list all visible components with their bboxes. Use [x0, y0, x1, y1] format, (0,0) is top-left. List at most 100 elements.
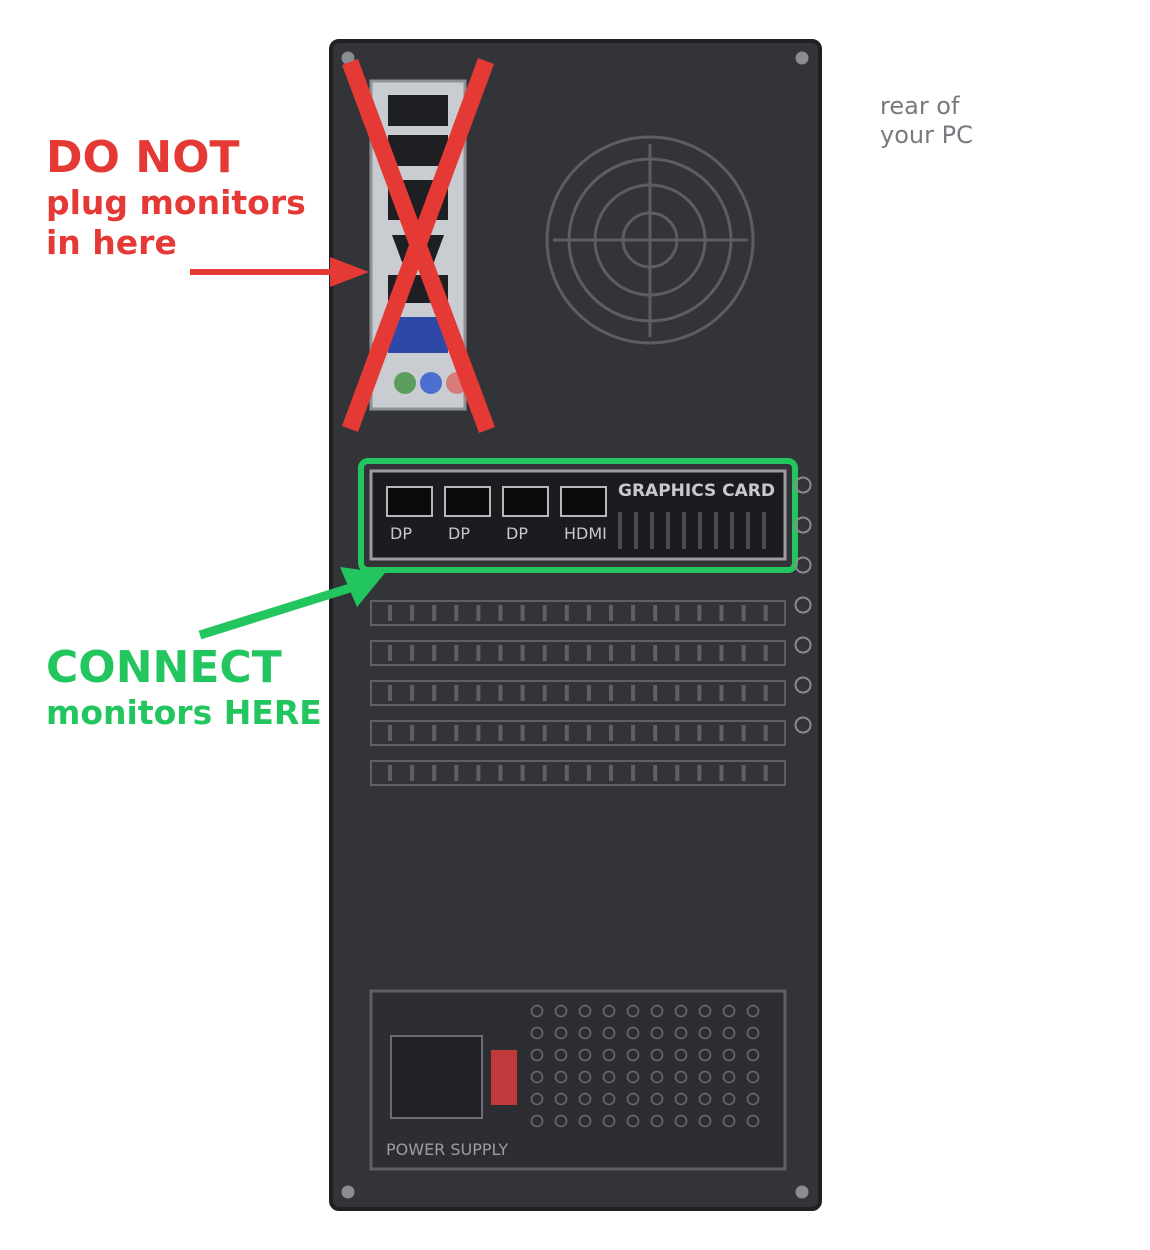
connect-title: CONNECT: [46, 642, 282, 693]
psu-vent-holes: [530, 1004, 760, 1128]
vent-hole: [578, 1026, 592, 1040]
vent-hole: [746, 1026, 760, 1040]
vent-hole: [530, 1048, 544, 1062]
port-label: DP: [390, 524, 412, 543]
vent-hole: [530, 1092, 544, 1106]
vent-hole: [746, 1092, 760, 1106]
port-label: DP: [506, 524, 528, 543]
vent-hole: [578, 1070, 592, 1084]
slot-cover: [370, 680, 786, 706]
warning-line: in here: [46, 223, 177, 262]
slot-cover: [370, 760, 786, 786]
vent-hole: [650, 1092, 664, 1106]
vent-hole: [722, 1026, 736, 1040]
vent-hole: [530, 1026, 544, 1040]
vent-hole: [626, 1004, 640, 1018]
vent-hole: [674, 1026, 688, 1040]
vent-hole: [674, 1004, 688, 1018]
audio-jack: [420, 372, 442, 394]
vent-hole: [626, 1026, 640, 1040]
port-label: DP: [448, 524, 470, 543]
vent-hole: [602, 1114, 616, 1128]
vent-hole: [578, 1114, 592, 1128]
graphics-card: DP DP DP HDMI GRAPHICS CARD: [369, 469, 787, 561]
warning-title: DO NOT: [46, 132, 240, 183]
thumbscrew: [794, 676, 812, 694]
vent-slit: [682, 512, 686, 549]
thumbscrew: [794, 716, 812, 734]
vent-slit: [714, 512, 718, 549]
vent-hole: [698, 1070, 712, 1084]
vent-hole: [674, 1048, 688, 1062]
usb-port: [388, 135, 448, 166]
vent-hole: [746, 1004, 760, 1018]
vent-hole: [530, 1114, 544, 1128]
displayport-port: [502, 486, 549, 517]
vent-hole: [722, 1092, 736, 1106]
vent-hole: [554, 1070, 568, 1084]
slot-cover: [370, 720, 786, 746]
displayport-port: [386, 486, 433, 517]
vent-hole: [554, 1048, 568, 1062]
vent-hole: [650, 1004, 664, 1018]
vent-slit: [698, 512, 702, 549]
audio-jack: [394, 372, 416, 394]
usb-port: [388, 95, 448, 126]
vent-slit: [650, 512, 654, 549]
vent-hole: [722, 1070, 736, 1084]
thumbscrew: [794, 636, 812, 654]
vent-hole: [650, 1048, 664, 1062]
thumbscrew: [794, 556, 812, 574]
vent-hole: [602, 1070, 616, 1084]
graphics-card-highlight: [358, 458, 798, 573]
case-screw: [795, 1185, 809, 1199]
thumbscrew: [794, 596, 812, 614]
vent-hole: [698, 1092, 712, 1106]
vent-hole: [626, 1092, 640, 1106]
power-switch: [491, 1050, 517, 1105]
vent-hole: [746, 1114, 760, 1128]
vent-hole: [530, 1004, 544, 1018]
power-supply: POWER SUPPLY: [369, 989, 787, 1171]
vent-slit: [746, 512, 750, 549]
vent-hole: [746, 1070, 760, 1084]
vent-slit: [762, 512, 766, 549]
vent-hole: [722, 1004, 736, 1018]
power-supply-label: POWER SUPPLY: [386, 1140, 508, 1159]
vent-hole: [650, 1114, 664, 1128]
graphics-card-title: GRAPHICS CARD: [618, 481, 775, 501]
x-mark-icon: [342, 58, 495, 433]
slot-thumbscrews: [794, 476, 812, 734]
rear-label: your PC: [880, 121, 973, 149]
vent-hole: [722, 1048, 736, 1062]
arrow-icon: [190, 257, 369, 287]
vent-hole: [554, 1092, 568, 1106]
gpu-vents: [618, 512, 766, 549]
hdmi-port: [560, 486, 607, 517]
vent-hole: [554, 1004, 568, 1018]
vent-hole: [746, 1048, 760, 1062]
vent-hole: [578, 1092, 592, 1106]
vent-hole: [626, 1048, 640, 1062]
vent-hole: [698, 1026, 712, 1040]
vent-hole: [674, 1092, 688, 1106]
vent-hole: [626, 1114, 640, 1128]
case-screw: [341, 1185, 355, 1199]
vent-hole: [698, 1114, 712, 1128]
fan-grill-icon: [545, 135, 755, 345]
vent-hole: [554, 1026, 568, 1040]
port-label: HDMI: [564, 524, 607, 543]
vent-hole: [602, 1004, 616, 1018]
case-screw: [341, 51, 355, 65]
vent-hole: [698, 1048, 712, 1062]
vent-hole: [698, 1004, 712, 1018]
displayport-port: [444, 486, 491, 517]
slot-cover: [370, 640, 786, 666]
vent-slit: [634, 512, 638, 549]
vent-hole: [602, 1092, 616, 1106]
thumbscrew: [794, 476, 812, 494]
vent-hole: [530, 1070, 544, 1084]
vent-hole: [650, 1070, 664, 1084]
vent-slit: [618, 512, 622, 549]
